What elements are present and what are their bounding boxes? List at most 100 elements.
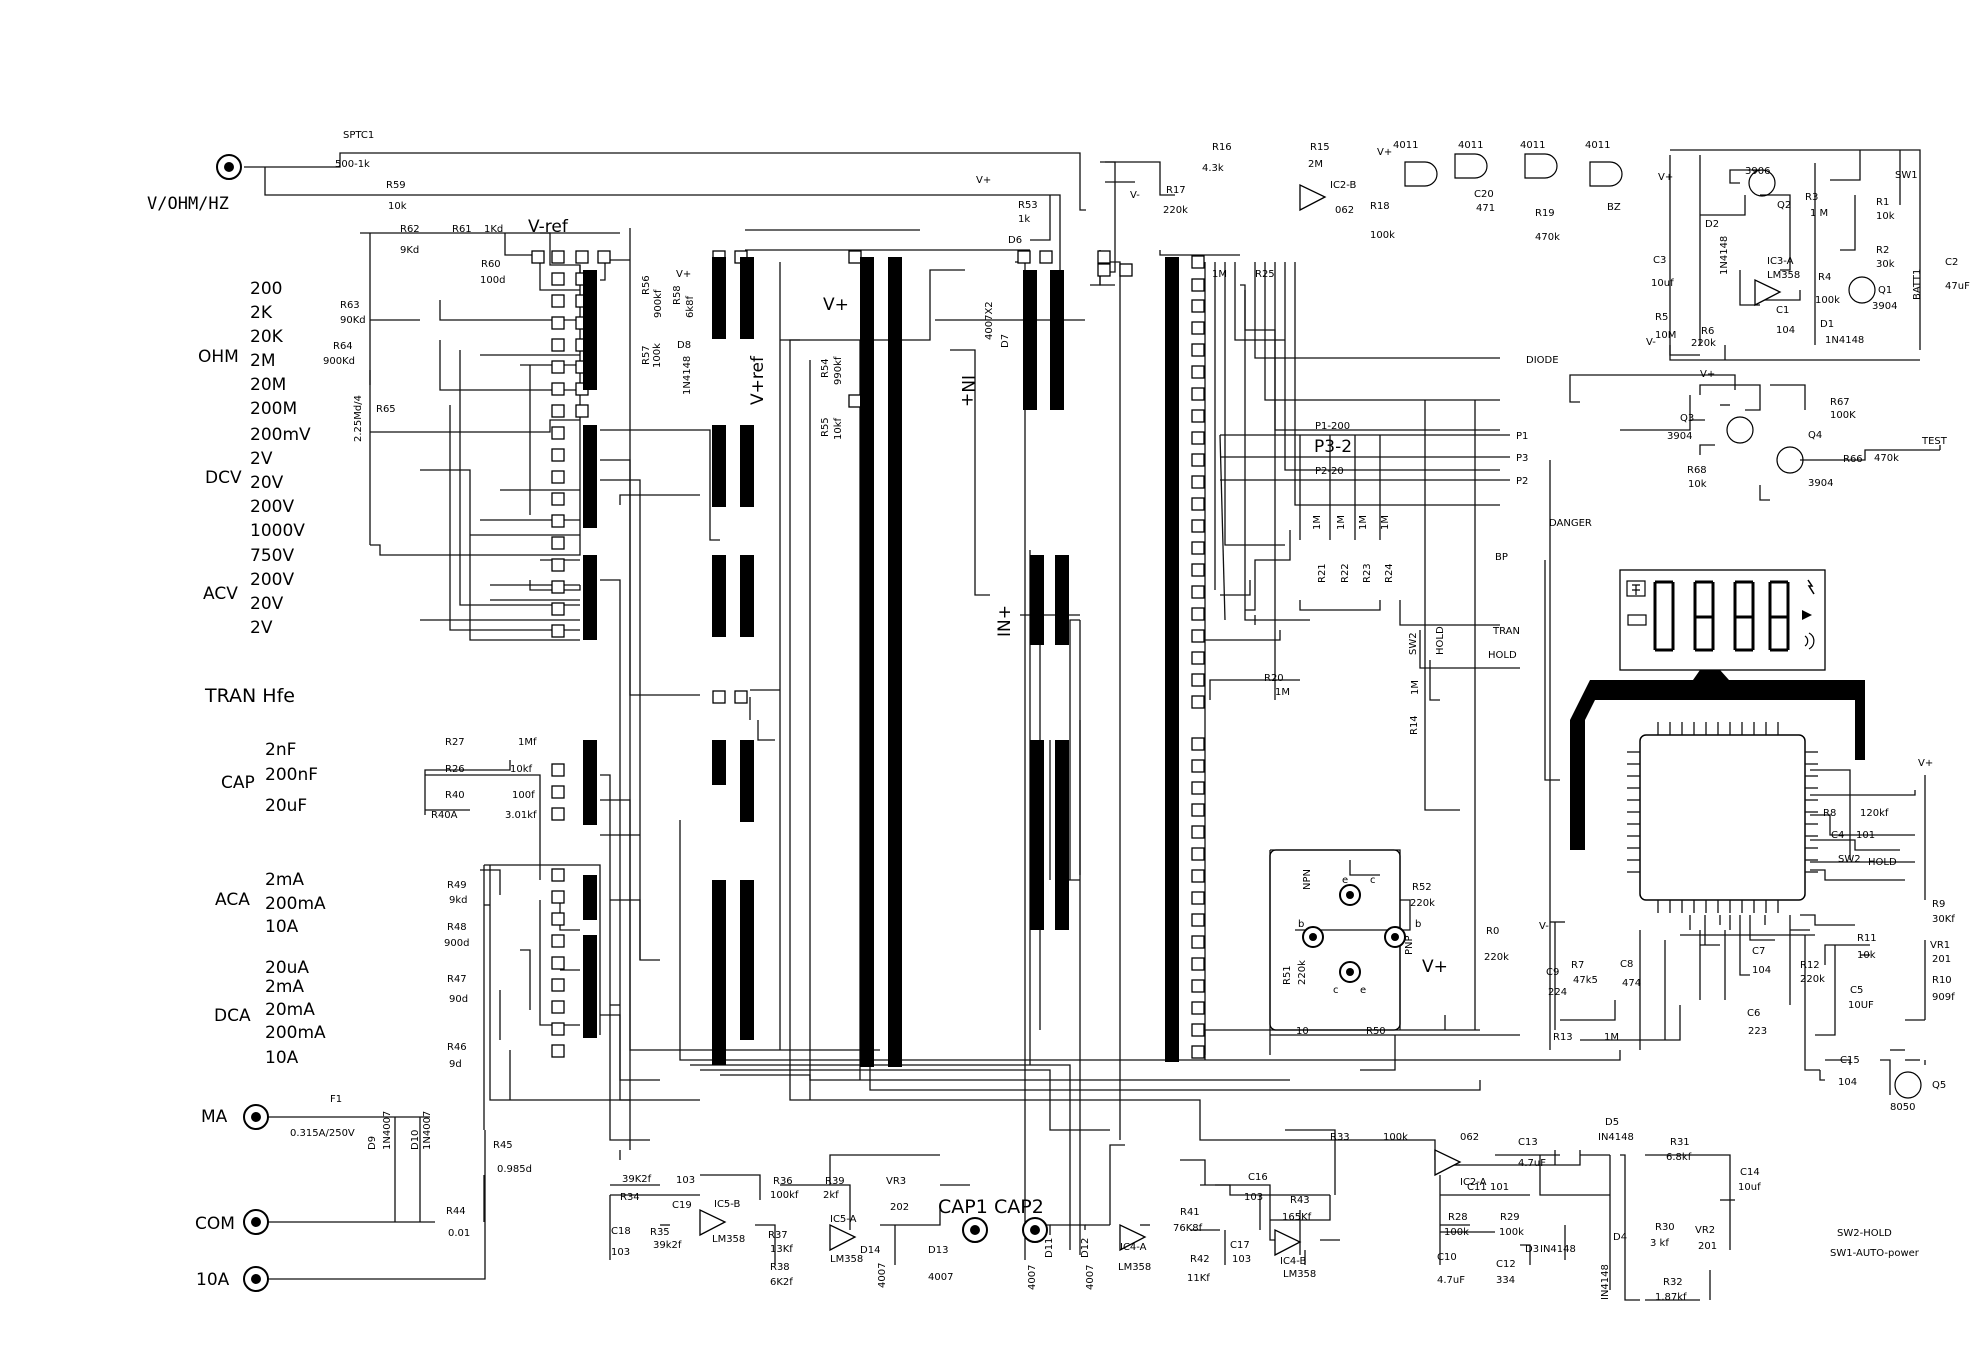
component-label-te1: e (1342, 875, 1348, 886)
component-label-r35: R35 (650, 1227, 670, 1238)
component-label-r34: R34 (620, 1192, 640, 1203)
switch-bar (1030, 740, 1044, 930)
component-label-r39: R39 (825, 1176, 845, 1187)
switch-pad (1191, 1023, 1205, 1037)
component-label-r27: R27 (445, 737, 465, 748)
switch-pad (551, 602, 565, 616)
component-label-r34v: 39K2f (622, 1174, 652, 1185)
component-label-r50v: 10 (1296, 1026, 1309, 1037)
component-label-r62v: 9Kd (400, 245, 419, 256)
switch-bar (1055, 555, 1069, 645)
nand-gates (1404, 153, 1623, 187)
component-label-q5v: 8050 (1890, 1102, 1915, 1113)
component-label-r29v: 100k (1499, 1227, 1524, 1238)
aca-range-1: 2mA (265, 870, 304, 890)
component-label-r64v: 900Kd (323, 356, 355, 367)
net-vplus-power: V+ (1658, 172, 1673, 183)
component-label-pnp: PNP (1404, 935, 1415, 955)
component-label-c3: C3 (1653, 255, 1666, 266)
component-label-d8v: 1N4148 (682, 356, 693, 395)
component-label-r32v: 1.87kf (1655, 1292, 1687, 1303)
component-label-c1v: 104 (1776, 325, 1795, 336)
switch-pad (551, 558, 565, 572)
net-vminus-power: V- (1646, 337, 1656, 348)
component-label-r38: R38 (770, 1262, 790, 1273)
component-label-r2v: 30k (1876, 259, 1895, 270)
component-label-ic5av: LM358 (830, 1254, 863, 1265)
component-label-r30: R30 (1655, 1222, 1675, 1233)
switch-pad (1191, 759, 1205, 773)
component-label-c5: C5 (1850, 985, 1863, 996)
component-label-r22: R22 (1340, 563, 1351, 583)
component-label-r23: R23 (1362, 563, 1373, 583)
net-vplus-r53: V+ (976, 175, 991, 186)
dcv-range-2: 2V (250, 449, 273, 469)
component-label-r33: R33 (1330, 1132, 1350, 1143)
component-label-c9: C9 (1546, 967, 1559, 978)
switch-pad (1191, 497, 1205, 511)
component-label-r36: R36 (773, 1176, 793, 1187)
switch-pad (1191, 343, 1205, 357)
switch-bar (583, 425, 597, 528)
component-label-c13: C13 (1518, 1137, 1538, 1148)
component-label-r54v: 990kf (833, 356, 844, 385)
component-label-r45: R45 (493, 1140, 513, 1151)
switch-pad (551, 890, 565, 904)
component-label-r33v: 100k (1383, 1132, 1408, 1143)
dcv-range-1: 200mV (250, 425, 311, 445)
switch-pad (551, 624, 565, 638)
lcd-cable (1570, 680, 1865, 850)
switch-bar (1030, 555, 1044, 645)
component-label-c10v: 4.7uF (1437, 1275, 1465, 1286)
component-label-c18v: 103 (611, 1247, 630, 1258)
dcv-range-3: 20V (250, 473, 284, 493)
component-label-d5v: IN4148 (1598, 1132, 1634, 1143)
component-label-r4: R4 (1818, 272, 1831, 283)
switch-bar (583, 935, 597, 1038)
component-label-ic2a: IC2-A (1460, 1177, 1487, 1188)
switch-pad (1191, 847, 1205, 861)
component-label-r5v: 10M (1655, 330, 1676, 341)
component-label-r68: R68 (1687, 465, 1707, 476)
component-label-hold1: HOLD (1435, 626, 1446, 655)
dca-range-2: 2mA (265, 977, 304, 997)
switch-bar (583, 555, 597, 640)
component-label-r66: R66 (1843, 454, 1863, 465)
component-label-c17v: 103 (1232, 1254, 1251, 1265)
jack-vohmhz-label: V/OHM/HZ (147, 194, 229, 214)
component-label-r64: R64 (333, 341, 353, 352)
component-label-r41v: 76K8f (1173, 1223, 1203, 1234)
component-label-r43: R43 (1290, 1195, 1310, 1206)
component-label-r21: R21 (1317, 563, 1328, 583)
component-label-sw1: SW1 (1895, 170, 1918, 181)
component-label-r12: R12 (1800, 960, 1820, 971)
component-label-r49v: 9kd (449, 895, 468, 906)
cap-group-label: CAP (221, 773, 255, 793)
op-amps (699, 183, 1782, 1257)
component-label-r40v: 100f (512, 790, 535, 801)
component-label-r6v: 220k (1691, 338, 1716, 349)
component-label-c11v: 101 (1490, 1182, 1509, 1193)
switch-bar (712, 257, 726, 339)
component-label-r13: R13 (1553, 1032, 1573, 1043)
acv-range-2: 200V (250, 570, 294, 590)
component-label-c5v: 10UF (1848, 1000, 1874, 1011)
component-label-te2: e (1360, 985, 1366, 996)
cap-range-3: 20uF (265, 796, 307, 816)
component-label-g3: 4011 (1520, 140, 1545, 151)
switch-pad (551, 536, 565, 550)
switch-pad (712, 690, 726, 704)
component-label-r23v: 1M (1358, 515, 1369, 530)
component-label-d3v: IN4148 (1540, 1244, 1576, 1255)
component-label-r58v: 6k8f (685, 295, 696, 318)
component-label-g1: 4011 (1393, 140, 1418, 151)
component-label-bz: BZ (1607, 202, 1621, 213)
component-label-r20v: 1M (1275, 687, 1290, 698)
tran-hfe-label: TRAN Hfe (204, 685, 295, 707)
component-label-r67v: 100K (1830, 410, 1856, 421)
component-label-vr1: VR1 (1930, 940, 1950, 951)
component-label-r5: R5 (1655, 312, 1668, 323)
switch-pad (551, 338, 565, 352)
switch-pad (575, 404, 589, 418)
component-label-r55: R55 (820, 417, 831, 437)
